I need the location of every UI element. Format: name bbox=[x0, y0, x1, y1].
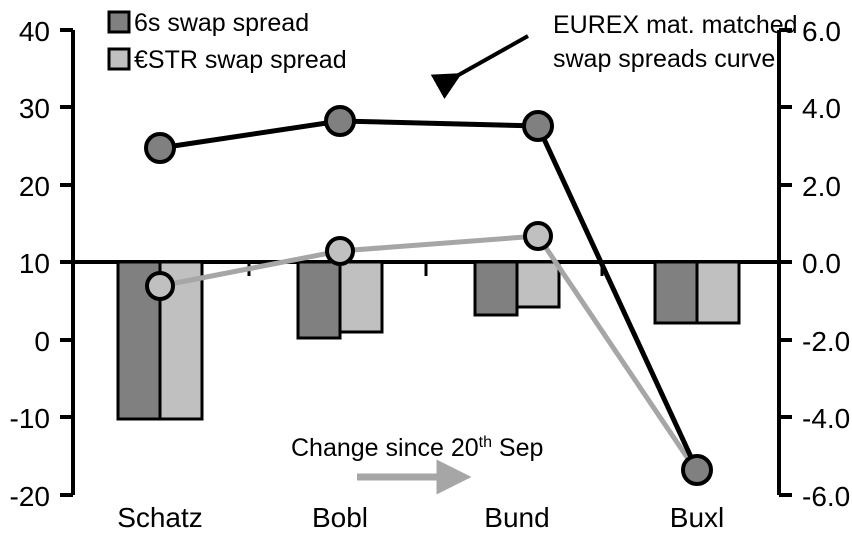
change-since-annotation: Change since 20th Sep bbox=[291, 434, 543, 495]
gray-marker-bund bbox=[523, 221, 553, 251]
right-tick-label: 4.0 bbox=[802, 93, 841, 124]
category-label-buxl: Buxl bbox=[670, 502, 724, 533]
category-label-bund: Bund bbox=[484, 502, 549, 533]
callout-arrow-icon bbox=[430, 34, 529, 100]
eurex-marker-buxl bbox=[681, 454, 713, 486]
eurex-marker-bobl bbox=[324, 105, 356, 137]
right-tick-label: -2.0 bbox=[802, 326, 850, 357]
eurex-marker-schatz bbox=[144, 132, 176, 164]
left-tick-label: 0 bbox=[34, 326, 50, 357]
left-tick-label: -10 bbox=[10, 403, 50, 434]
right-tick-label: -6.0 bbox=[802, 481, 850, 512]
bar-estr-buxl bbox=[695, 260, 741, 325]
right-tick-label: 6.0 bbox=[802, 16, 841, 47]
legend-item-estr-swap-spread[interactable]: €STR swap spread bbox=[107, 46, 347, 74]
left-tick-label: 20 bbox=[19, 171, 50, 202]
left-tick-label: -20 bbox=[10, 481, 50, 512]
eurex-marker-bund bbox=[522, 110, 554, 142]
left-tick-label: 40 bbox=[19, 16, 50, 47]
gray-curve-path bbox=[159, 233, 700, 474]
line-series-black bbox=[144, 105, 713, 486]
legend-item-6s-swap-spread[interactable]: 6s swap spread bbox=[107, 9, 309, 37]
bar-group-buxl bbox=[653, 260, 741, 325]
change-note-superscript: th bbox=[479, 434, 492, 451]
category-label-schatz: Schatz bbox=[117, 502, 203, 533]
right-tick-label: 2.0 bbox=[802, 171, 841, 202]
right-axis-tick-labels: 6.0 4.0 2.0 0.0 -2.0 -4.0 -6.0 bbox=[802, 16, 850, 512]
left-axis-ticks bbox=[60, 28, 73, 497]
line-series-gray bbox=[145, 221, 700, 474]
bar-6s-bobl bbox=[296, 260, 342, 340]
legend-label-6s-swap-spread: 6s swap spread bbox=[134, 9, 309, 37]
bar-estr-bund bbox=[515, 260, 561, 309]
left-axis-tick-labels: 40 30 20 10 0 -10 -20 bbox=[10, 16, 50, 512]
right-axis-ticks bbox=[779, 28, 792, 497]
bar-6s-buxl bbox=[653, 260, 699, 325]
legend-swatch-estr-swap-spread bbox=[107, 47, 131, 71]
callout-line-1: EUREX mat. matched bbox=[553, 11, 798, 39]
legend-label-estr-swap-spread: €STR swap spread bbox=[134, 46, 347, 74]
change-note-suffix: Sep bbox=[492, 434, 543, 462]
bar-group-bobl bbox=[296, 260, 384, 340]
change-note-text: Change since 20th Sep bbox=[291, 434, 543, 462]
bar-estr-bobl bbox=[338, 260, 384, 334]
curve-callout-annotation: EUREX mat. matched swap spreads curve bbox=[430, 11, 798, 100]
category-axis-labels: Schatz Bobl Bund Buxl bbox=[117, 502, 724, 533]
left-tick-label: 10 bbox=[19, 248, 50, 279]
gray-marker-schatz bbox=[145, 271, 175, 301]
callout-line-2: swap spreads curve bbox=[553, 45, 775, 73]
left-tick-label: 30 bbox=[19, 93, 50, 124]
change-note-prefix: Change since 20 bbox=[291, 434, 479, 462]
legend-swatch-6s-swap-spread bbox=[107, 10, 131, 34]
right-tick-label: 0.0 bbox=[802, 248, 841, 279]
bar-group-bund bbox=[473, 260, 561, 317]
category-label-bobl: Bobl bbox=[312, 502, 368, 533]
right-tick-label: -4.0 bbox=[802, 403, 850, 434]
chart-legend: 6s swap spread €STR swap spread bbox=[107, 9, 347, 74]
bar-6s-bund bbox=[473, 260, 519, 317]
eurex-curve-path bbox=[159, 118, 700, 472]
gray-marker-bobl bbox=[325, 236, 355, 266]
